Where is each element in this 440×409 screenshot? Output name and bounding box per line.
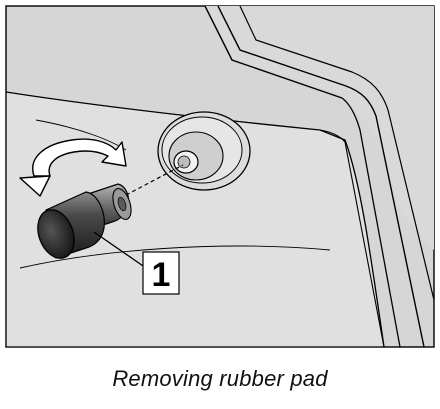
- housing-edge-line: [239, 6, 434, 301]
- rubber-pad-mounting-hole: [157, 111, 251, 191]
- housing-edge-line: [204, 6, 343, 99]
- alignment-dashed-line: [125, 164, 184, 196]
- housing-edge-line: [319, 129, 385, 347]
- rubber-pad: [37, 183, 132, 259]
- panel-contour-line: [19, 245, 331, 269]
- callout-number-label: 1: [152, 256, 171, 294]
- callout-leader-line: [93, 231, 147, 269]
- callout-box: 1: [142, 251, 180, 295]
- figure-caption: Removing rubber pad: [112, 366, 328, 391]
- housing-top-surface: [6, 6, 434, 250]
- rotation-arrow-icon: [19, 138, 127, 197]
- housing-edge-line: [341, 97, 401, 347]
- housing-edge-line: [217, 6, 425, 347]
